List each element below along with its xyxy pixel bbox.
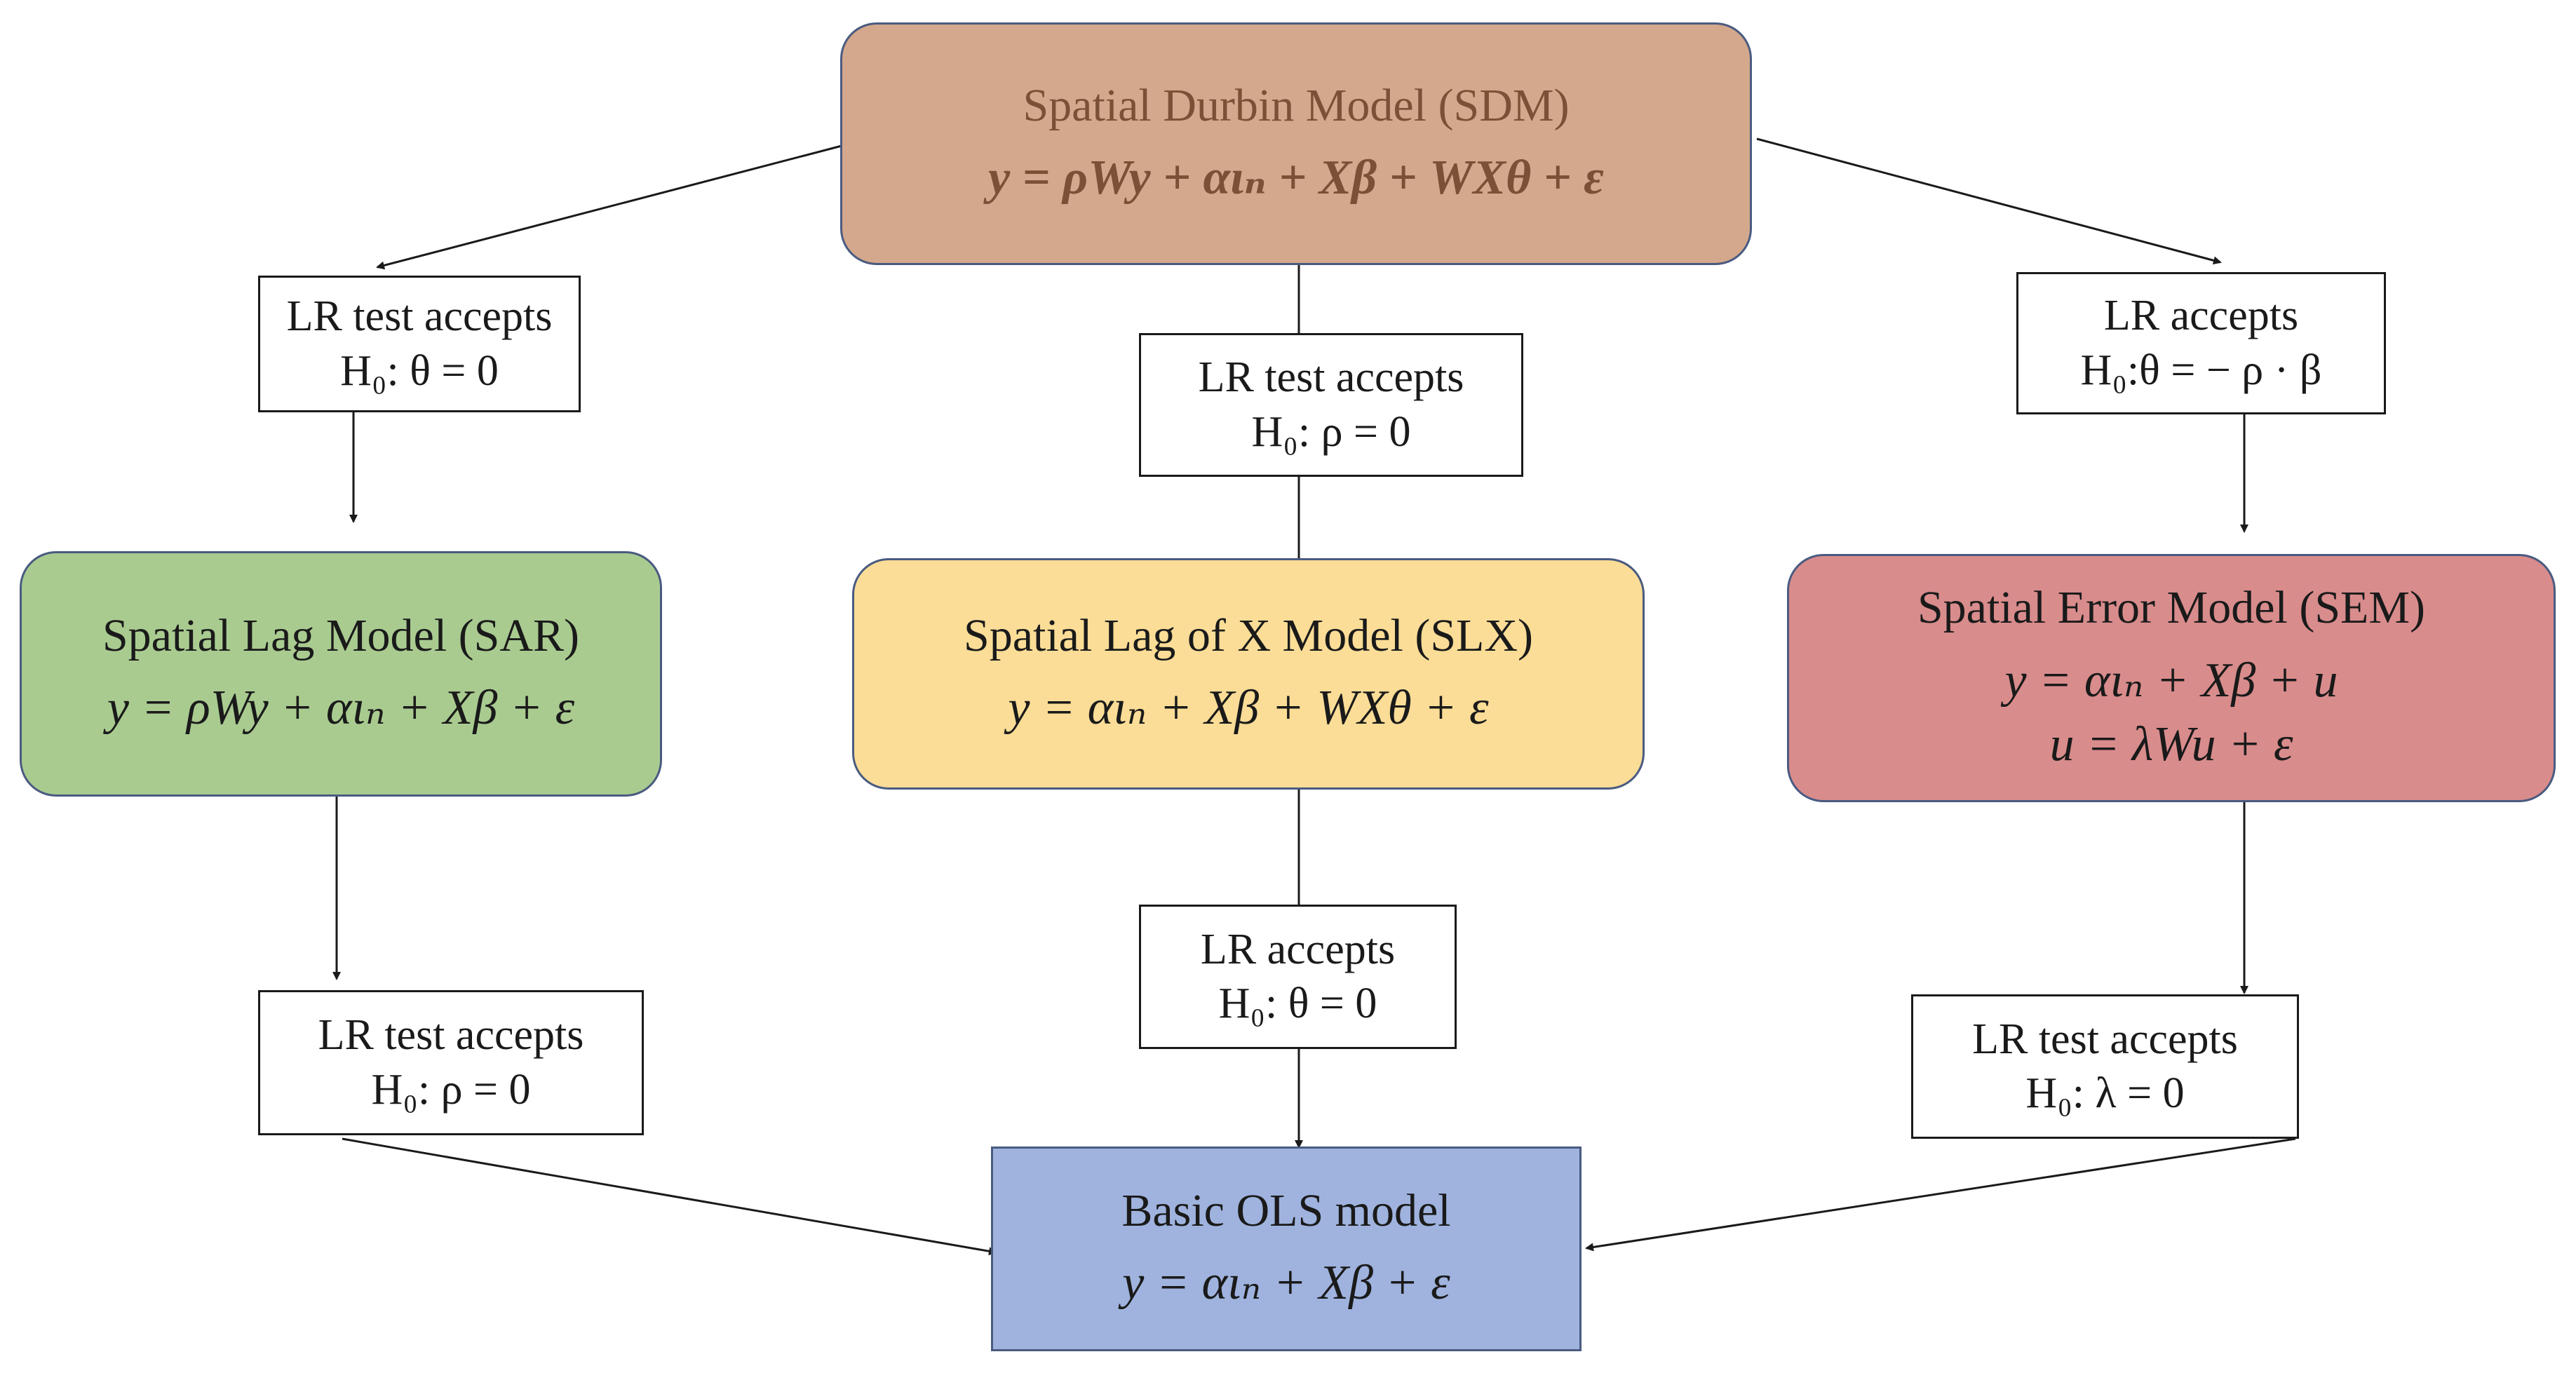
test-label: LR test accepts [318,1011,584,1059]
test-label: LR test accepts [286,292,553,340]
sem-node: Spatial Error Model (SEM) y = αιₙ + Xβ +… [1787,554,2556,802]
test-sdm-to-slx: LR test accepts H₀: ρ = 0 [1139,333,1523,477]
sar-equation: y = ρWy + αιₙ + Xβ + ε [107,681,575,736]
arrow-sar-test-to-ols [342,1137,997,1256]
slx-title: Spatial Lag of X Model (SLX) [963,609,1533,661]
sdm-title: Spatial Durbin Model (SDM) [1023,79,1570,131]
sem-equation-1: y = αιₙ + Xβ + u [2004,653,2338,708]
test-hypothesis: H₀: θ = 0 [1218,980,1377,1027]
test-hypothesis: H₀: ρ = 0 [371,1065,531,1114]
test-label: LR accepts [1200,925,1396,973]
sem-title: Spatial Error Model (SEM) [1917,582,2426,634]
sar-title: Spatial Lag Model (SAR) [102,609,580,661]
sdm-node: Spatial Durbin Model (SDM) y = ρWy + αιₙ… [840,22,1752,265]
ols-node: Basic OLS model y = αιₙ + Xβ + ε [991,1147,1582,1351]
arrow-sdm-to-sem-test [1756,137,2222,265]
test-label: LR accepts [2103,292,2299,339]
test-slx-to-ols: LR accepts H₀: θ = 0 [1139,905,1457,1049]
test-sem-to-ols: LR test accepts H₀: λ = 0 [1911,994,2299,1139]
ols-equation: y = αιₙ + Xβ + ε [1122,1256,1450,1311]
test-sdm-to-sem: LR accepts H₀:θ = − ρ · β [2016,272,2386,414]
slx-node: Spatial Lag of X Model (SLX) y = αιₙ + X… [852,558,1645,790]
test-sar-to-ols: LR test accepts H₀: ρ = 0 [258,990,644,1135]
test-label: LR test accepts [1972,1015,2238,1063]
ols-title: Basic OLS model [1121,1184,1451,1236]
arrow-sem-test-to-ols [1585,1137,2296,1252]
sdm-equation: y = ρWy + αιₙ + Xβ + WXθ + ε [988,151,1604,205]
sem-equation-2: u = λWu + ε [2049,717,2293,771]
test-label: LR test accepts [1198,353,1464,401]
test-hypothesis: H₀:θ = − ρ · β [2080,346,2322,394]
arrow-sdm-to-sar-test [376,144,842,270]
test-hypothesis: H₀: ρ = 0 [1251,407,1411,456]
slx-equation: y = αιₙ + Xβ + WXθ + ε [1008,681,1489,736]
test-hypothesis: H₀: θ = 0 [340,346,499,395]
test-hypothesis: H₀: λ = 0 [2025,1069,2185,1117]
test-sdm-to-sar: LR test accepts H₀: θ = 0 [258,276,581,412]
sar-node: Spatial Lag Model (SAR) y = ρWy + αιₙ + … [20,551,662,797]
